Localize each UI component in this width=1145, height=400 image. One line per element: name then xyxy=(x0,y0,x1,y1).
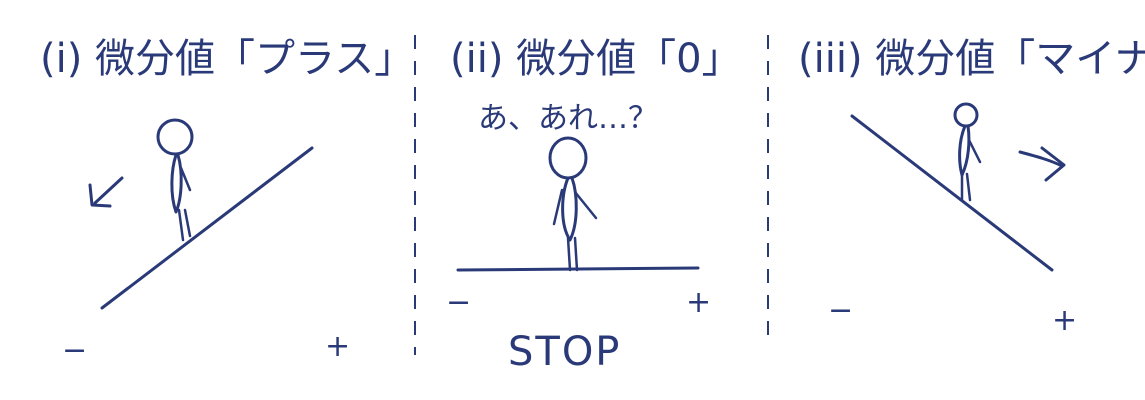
panel-2-stick-figure xyxy=(548,136,598,272)
panel-3-title: (iii) 微分値「マイナス」 xyxy=(798,36,1145,82)
arrow-down-left-icon xyxy=(88,176,124,208)
panel-1-stick-figure xyxy=(156,118,194,242)
panel-2-speech-bubble-text: あ、あれ…？ xyxy=(478,101,658,136)
panel-3-figure-arm xyxy=(967,138,982,164)
panel-2: (ii) 微分値「0」 あ、あれ…？ − + STOP xyxy=(446,36,742,375)
panel-2-minus-sign: − xyxy=(446,285,471,320)
panel-3: (iii) 微分値「マイナス」 − + xyxy=(798,36,1145,338)
panel-1-figure-body xyxy=(170,153,183,214)
panel-1: (i) 微分値「プラス」 − + xyxy=(40,36,414,368)
panel-2-figure-legs xyxy=(566,236,579,272)
panel-1-figure-legs xyxy=(177,208,192,242)
panel-2-figure-body xyxy=(561,176,578,242)
panel-2-title: (ii) 微分値「0」 xyxy=(450,36,742,82)
panel-3-stick-figure xyxy=(953,102,982,202)
arrow-right-icon xyxy=(1018,146,1066,182)
panel-2-plus-sign: + xyxy=(686,285,711,320)
panel-1-plus-sign: + xyxy=(325,329,350,364)
panel-1-figure-head xyxy=(156,118,194,156)
panel-1-slope-line xyxy=(100,146,314,310)
panel-1-figure-arm xyxy=(179,166,192,192)
panel-3-minus-sign: − xyxy=(828,293,853,328)
panel-3-figure-legs xyxy=(960,172,972,202)
panel-3-slope-line xyxy=(850,114,1054,272)
panel-2-figure-arms xyxy=(552,188,598,226)
panel-2-figure-head xyxy=(548,136,588,180)
panel-1-minus-sign: − xyxy=(62,333,87,368)
panel-3-figure-body xyxy=(958,124,971,177)
panel-2-stop-caption: STOP xyxy=(508,329,621,375)
panel-3-figure-head xyxy=(953,102,979,128)
panel-3-plus-sign: + xyxy=(1052,303,1077,338)
panel-1-title: (i) 微分値「プラス」 xyxy=(40,36,414,82)
